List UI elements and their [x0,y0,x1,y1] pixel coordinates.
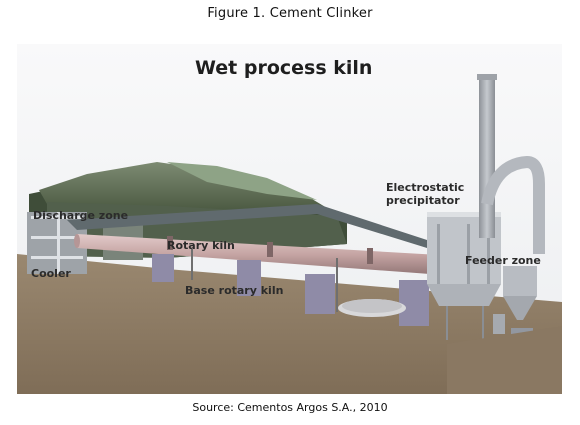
diagram-title: Wet process kiln [195,57,373,79]
gallery-roof [67,204,427,248]
ground-right [447,326,562,394]
kiln-piers [152,249,429,326]
label-discharge-zone: Discharge zone [33,209,129,222]
kiln-scene [17,44,562,394]
label-feeder-zone: Feeder zone [465,254,541,267]
duct-pipe [481,155,545,254]
label-cooler: Cooler [31,267,71,280]
chimney-cap [477,74,497,80]
figure-title: Figure 1. Cement Clinker [207,6,373,21]
label-rotary-kiln: Rotary kiln [167,239,235,252]
kiln-illustration: Wet process kiln Discharge zone Cooler R… [17,44,562,394]
ground [17,254,562,394]
circular-pad-inner [342,299,402,313]
chimney-stack [479,78,495,238]
label-electrostatic-precipitator: Electrostatic precipitator [386,181,465,207]
figure-source: Source: Cementos Argos S.A., 2010 [192,401,388,414]
label-base-rotary-kiln: Base rotary kiln [185,284,284,297]
precipitator-structure [427,212,501,340]
